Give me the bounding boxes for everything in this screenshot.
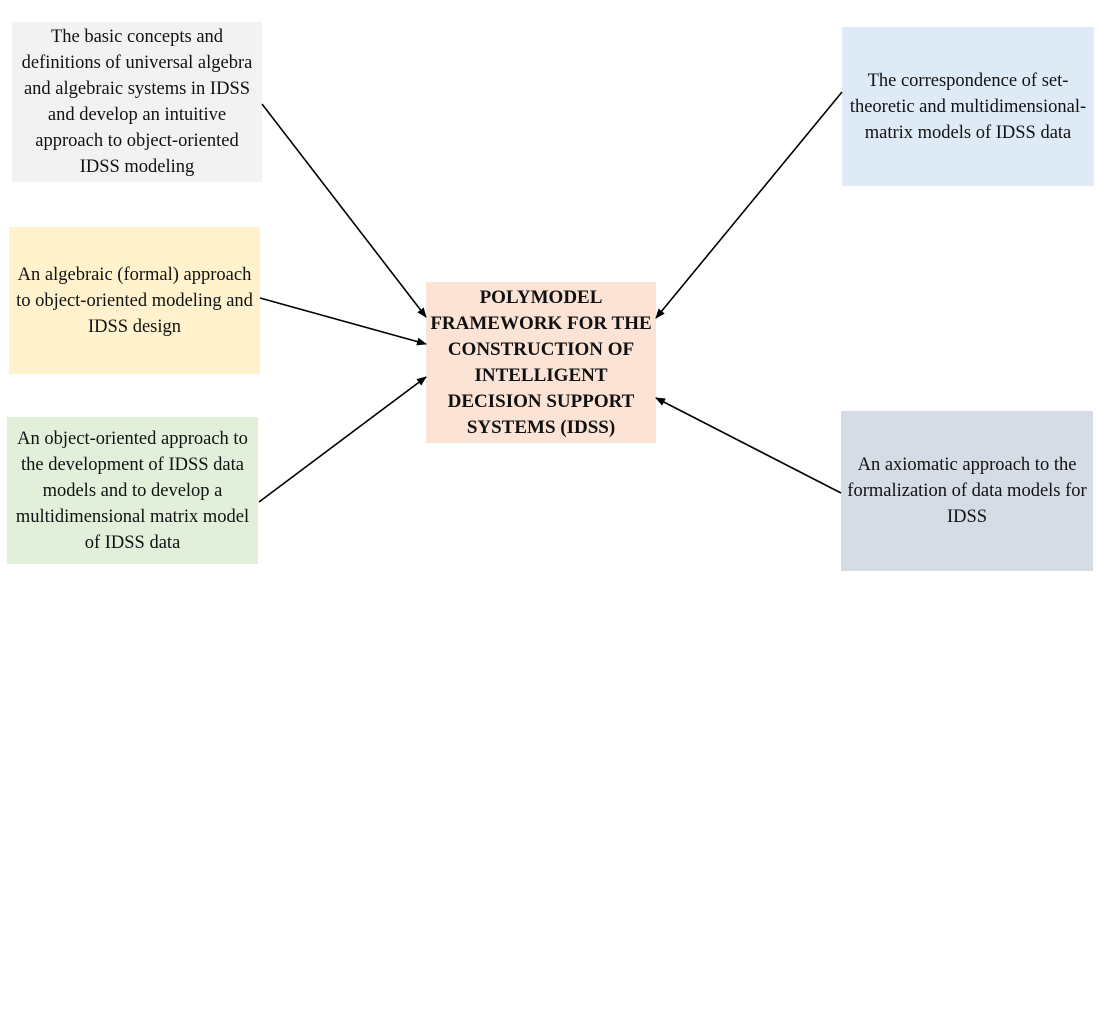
arrow-bottom-left-to-center: [258, 376, 427, 503]
arrow-middle-left-to-center: [259, 297, 427, 346]
central-framework-box: POLYMODEL FRAMEWORK FOR THE CONSTRUCTION…: [426, 282, 656, 443]
arrow-top-left-to-center: [261, 103, 427, 318]
concept-box-algebraic-approach-text: An algebraic (formal) approach to object…: [16, 264, 253, 337]
concept-box-model-correspondence: The correspondence of set-theoretic and …: [842, 27, 1094, 186]
concept-box-universal-algebra-text: The basic concepts and definitions of un…: [21, 27, 253, 177]
concept-box-object-oriented-approach-text: An object-oriented approach to the devel…: [15, 428, 250, 553]
concept-box-object-oriented-approach: An object-oriented approach to the devel…: [7, 417, 258, 564]
concept-box-model-correspondence-text: The correspondence of set-theoretic and …: [849, 70, 1087, 143]
concept-box-axiomatic-approach: An axiomatic approach to the formalizati…: [841, 411, 1093, 571]
concept-box-universal-algebra: The basic concepts and definitions of un…: [12, 22, 262, 182]
central-framework-text: POLYMODEL FRAMEWORK FOR THE CONSTRUCTION…: [430, 286, 652, 438]
concept-box-algebraic-approach: An algebraic (formal) approach to object…: [9, 227, 260, 374]
arrow-bottom-right-to-center: [655, 397, 842, 494]
concept-box-axiomatic-approach-text: An axiomatic approach to the formalizati…: [847, 455, 1087, 527]
arrow-top-right-to-center: [655, 91, 843, 319]
